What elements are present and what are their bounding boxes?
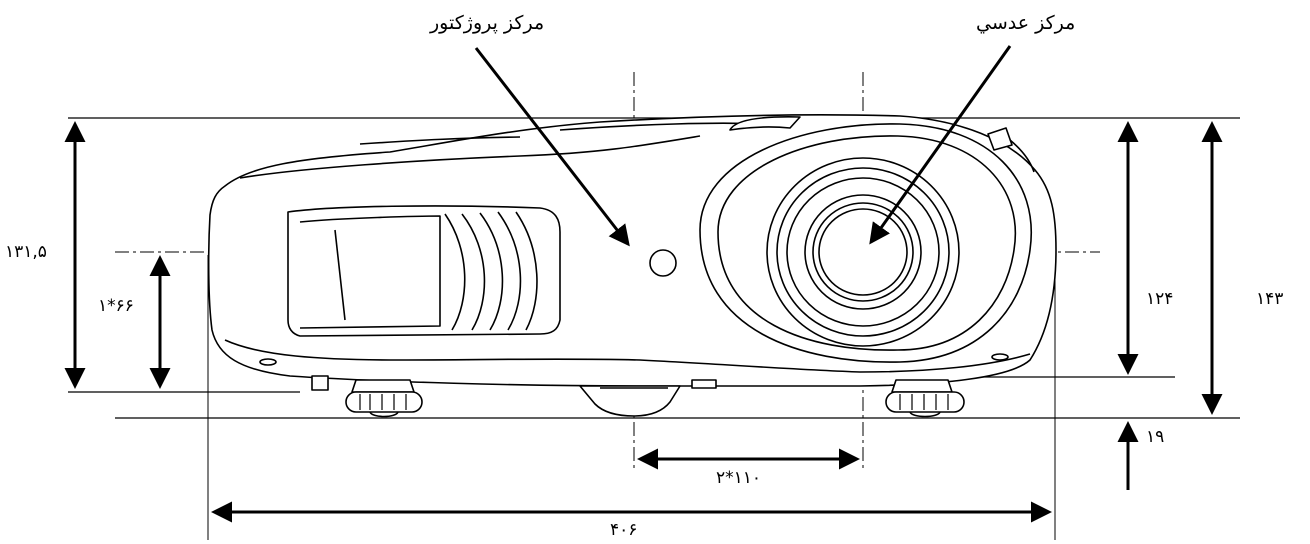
foot-left xyxy=(345,379,423,418)
projector-center-pointer xyxy=(474,47,630,247)
total-width-value: ۴۰۶ xyxy=(610,520,638,540)
lens-housing-outer xyxy=(699,123,1032,363)
lens-housing-inner xyxy=(717,135,1017,351)
vent-dot-right xyxy=(991,353,1009,361)
vent-diagonal xyxy=(334,229,346,321)
foot-height-value: ۱۹ xyxy=(1146,427,1165,447)
lens-center-label: مركز عدسي xyxy=(976,12,1076,34)
lens-rings xyxy=(766,157,960,347)
dimension-arrows xyxy=(64,121,1223,523)
center-offset-value: ۲*۱۱۰ xyxy=(716,468,762,488)
callout-arrows xyxy=(474,45,1012,247)
bottom-tab-mid xyxy=(691,379,717,389)
reference-lines xyxy=(68,117,1240,419)
body-height-right-value: ۱۲۴ xyxy=(1146,289,1174,309)
control-bump xyxy=(729,116,801,131)
total-height-left-value: ۱۳۱,۵ xyxy=(5,242,47,262)
bottom-tab-left xyxy=(311,375,329,391)
lens-center-pointer xyxy=(869,45,1012,245)
projector-body xyxy=(207,114,1057,418)
lower-contour xyxy=(224,339,1031,373)
vent-dot-left xyxy=(259,358,277,366)
projector-center-label: مركز پروژكتور xyxy=(430,12,545,34)
bottom-recess xyxy=(579,385,681,417)
vent-fins xyxy=(444,211,538,331)
right-edge-bump xyxy=(1009,139,1035,173)
ir-sensor xyxy=(649,249,677,277)
vent-inner xyxy=(299,215,441,329)
focus-knob xyxy=(987,127,1013,151)
foot-right xyxy=(885,379,965,418)
top-ridge-3 xyxy=(359,136,521,145)
total-height-right-value: ۱۴۳ xyxy=(1256,289,1284,309)
vent-frame xyxy=(287,205,561,337)
lens-height-left-value: ۱*۶۶ xyxy=(98,296,134,316)
width-extension-lines xyxy=(207,255,1056,540)
top-ridge xyxy=(239,135,701,179)
